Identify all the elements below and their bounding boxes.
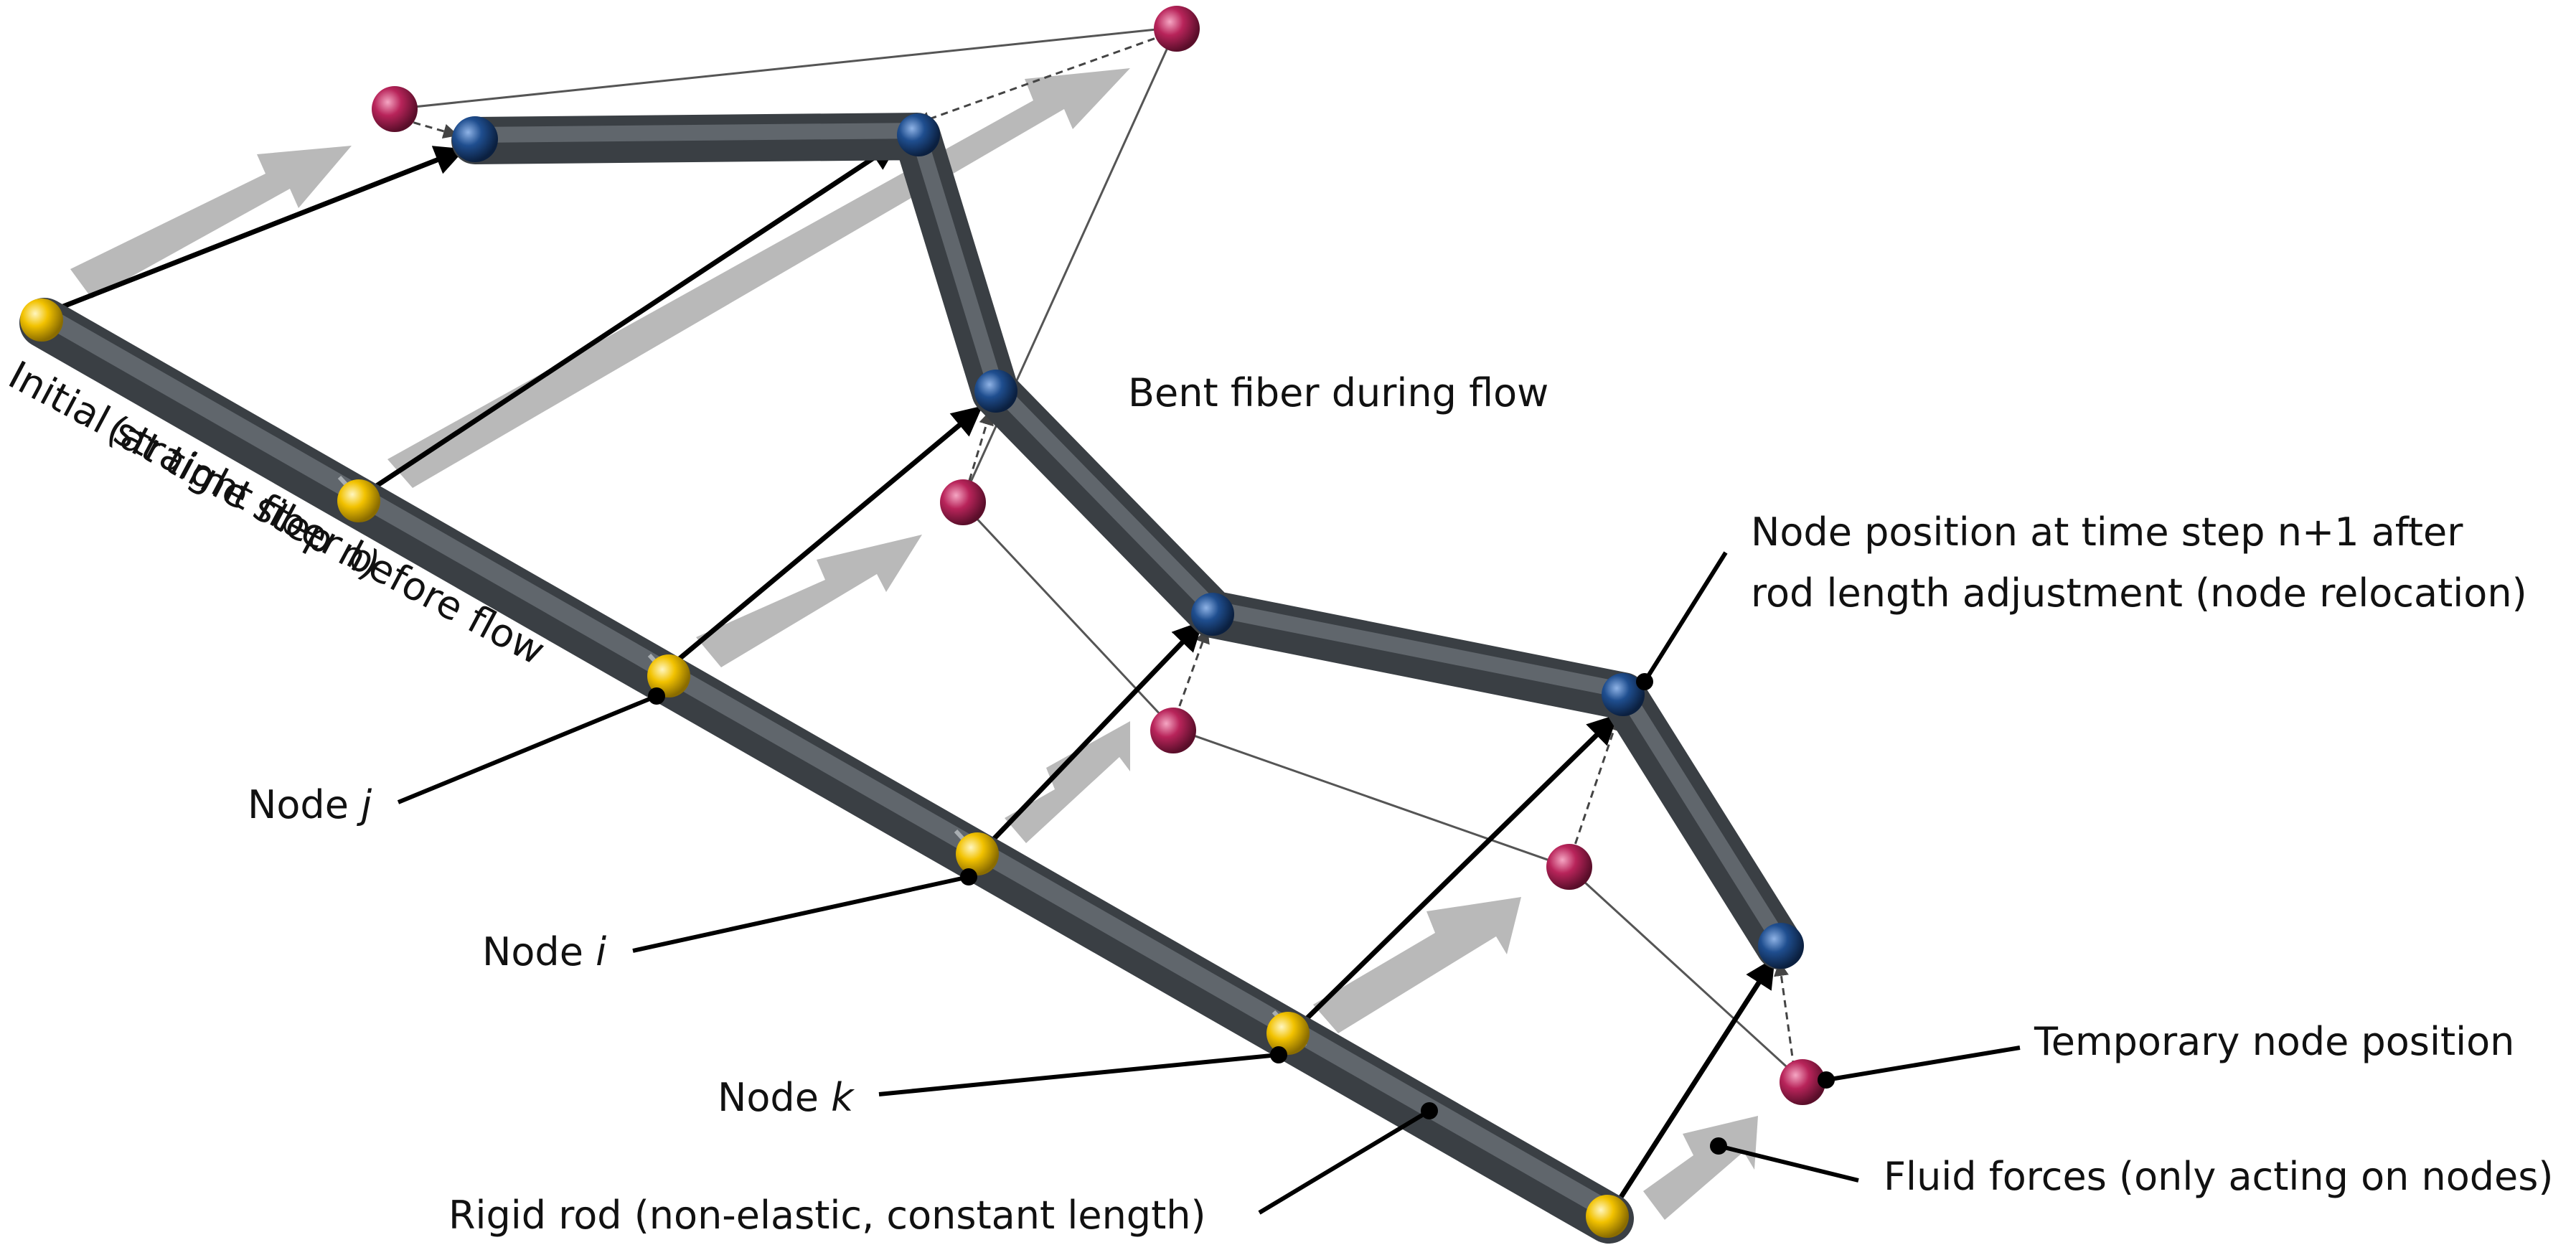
fluid-forces-label: Fluid forces (only acting on nodes)	[1884, 1154, 2553, 1199]
flow-arrow	[1643, 1116, 1758, 1220]
temporary-node	[1780, 1059, 1825, 1105]
temporary-nodes	[372, 6, 1825, 1105]
relocated-nodes	[452, 113, 1804, 969]
relocated-node	[897, 113, 940, 156]
rigid-rod-label: Rigid rod (non-elastic, constant length)	[448, 1193, 1206, 1238]
relocated-node	[1758, 923, 1804, 969]
relocated-node	[452, 116, 498, 162]
node-j-label: Node j	[248, 782, 372, 827]
relocated-node	[1191, 593, 1234, 636]
temporary-node	[372, 86, 418, 132]
temporary-node	[1150, 708, 1196, 753]
initial-node	[20, 299, 63, 342]
relocated-node	[1602, 673, 1645, 716]
node-relocation-label-line2: rod length adjustment (node relocation)	[1751, 570, 2527, 616]
relocated-node	[974, 370, 1017, 413]
bent-fiber	[451, 113, 1803, 969]
initial-node	[1586, 1195, 1629, 1238]
leader-lines	[397, 551, 2021, 1215]
node-k-label: Node k	[718, 1075, 855, 1120]
motion-arrows	[42, 141, 1775, 1214]
node-j	[647, 654, 690, 697]
leader-dots	[648, 673, 1835, 1155]
initial-fiber-label: Initial straight fiber before flow (at t…	[1, 352, 553, 674]
bent-fiber-label: Bent fiber during flow	[1128, 370, 1548, 415]
temporary-node	[940, 479, 986, 525]
node-relocation-label-line1: Node position at time step n+1 after	[1751, 509, 2463, 555]
temporary-node	[1154, 6, 1200, 52]
node-k	[1266, 1012, 1310, 1055]
flow-arrow	[1005, 721, 1130, 843]
temporary-fiber-line	[392, 26, 1802, 1081]
node-i	[956, 832, 999, 875]
temporary-node	[1546, 844, 1592, 890]
initial-nodes	[20, 299, 1629, 1238]
flow-arrow	[1313, 897, 1521, 1033]
flow-arrow	[696, 535, 922, 667]
flow-arrows	[70, 68, 1758, 1220]
initial-node	[337, 479, 380, 522]
temporary-node-label: Temporary node position	[2034, 1019, 2514, 1064]
flow-arrow	[70, 146, 352, 299]
node-i-label: Node i	[482, 929, 606, 974]
